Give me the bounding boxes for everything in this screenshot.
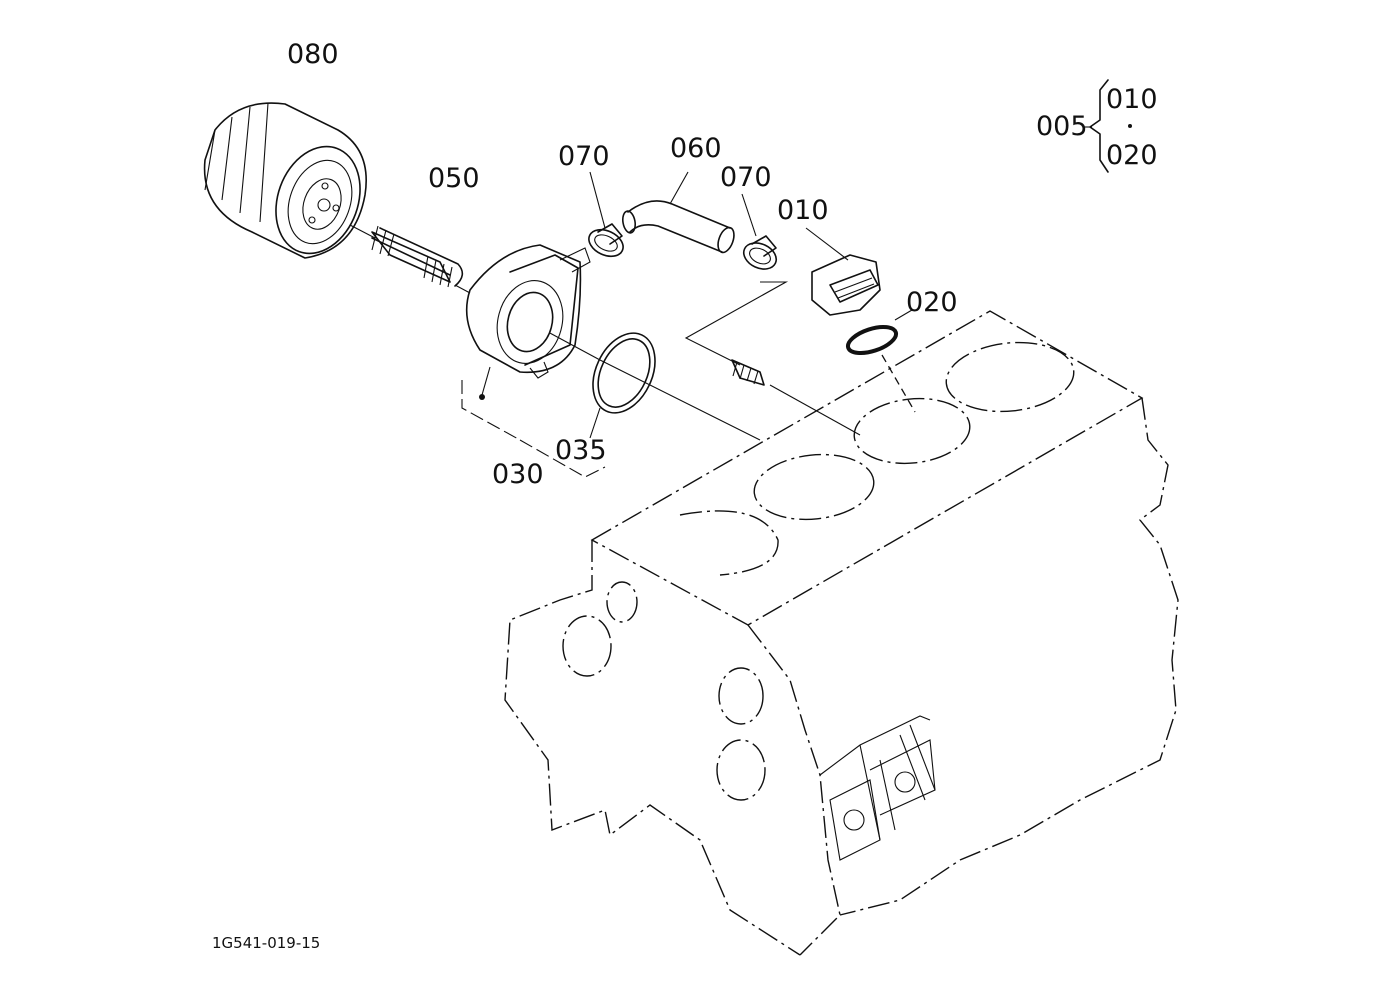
plug-010	[805, 227, 881, 316]
label-030: 030	[492, 459, 544, 490]
hose-clamp-070-right	[741, 193, 778, 270]
engine-block	[504, 310, 1179, 956]
label-060: 060	[670, 133, 722, 164]
label-005: 005	[1036, 111, 1088, 142]
label-080: 080	[287, 39, 339, 70]
union-screw	[731, 359, 765, 386]
oil-filter-080	[203, 102, 367, 259]
hose-clamp-070-left	[588, 171, 624, 258]
legend-bracket-005	[1084, 79, 1132, 173]
label-050: 050	[428, 163, 480, 194]
legend-label-020: 020	[1106, 140, 1158, 171]
leader-lines	[349, 224, 916, 478]
gasket-020	[845, 309, 913, 356]
reference-code: 1G541-019-15	[212, 934, 320, 952]
oil-cooler-030	[465, 244, 591, 400]
label-070-left: 070	[558, 141, 610, 172]
label-070-right: 070	[720, 162, 772, 193]
label-020: 020	[906, 287, 958, 318]
label-010: 010	[777, 195, 829, 226]
legend-label-010: 010	[1106, 84, 1158, 115]
label-035: 035	[555, 435, 607, 466]
hose-060	[621, 171, 735, 254]
pipe-050	[371, 225, 464, 288]
o-ring-035	[589, 332, 656, 439]
